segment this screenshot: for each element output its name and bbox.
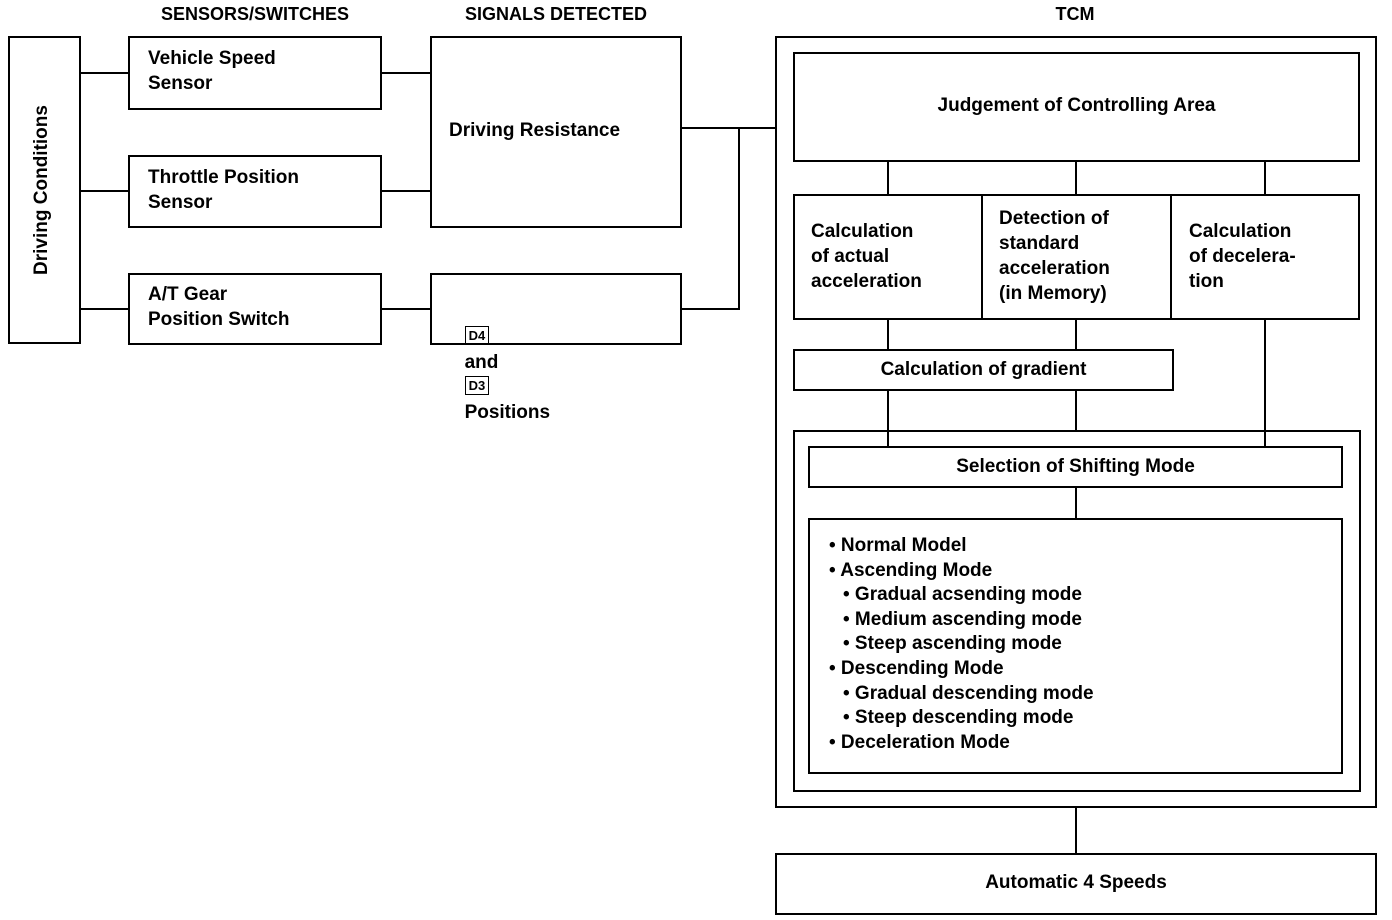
- calc-gradient-box: [793, 349, 1174, 391]
- mode-item: • Descending Mode: [829, 657, 1004, 679]
- vehicle-speed-sensor-box: [128, 36, 382, 110]
- selection-shifting-mode-label: Selection of Shifting Mode: [956, 456, 1195, 477]
- connector-dc-throttle: [81, 190, 129, 192]
- judgement-box: [793, 52, 1360, 162]
- automatic-4-speeds-label: Automatic 4 Speeds: [985, 872, 1167, 893]
- calc-actual-acceleration-box: [793, 194, 983, 320]
- connector-dc-gear: [81, 308, 129, 310]
- submode-item: • Medium ascending mode: [843, 608, 1082, 630]
- calc-gradient-label: Calculation of gradient: [880, 359, 1087, 380]
- detect-standard-acceleration-label: Detection of standard acceleration (in M…: [999, 208, 1110, 304]
- throttle-position-sensor-label: Throttle Position Sensor: [148, 167, 299, 213]
- mode-item: • Normal Model: [829, 535, 967, 556]
- throttle-position-sensor-box: [128, 155, 382, 228]
- connector-selection-modes: [1075, 488, 1077, 519]
- mode-item: • Deceleration Mode: [829, 731, 1010, 753]
- connector-gradient-selection-left: [887, 391, 889, 431]
- positions-box: [430, 273, 682, 345]
- positions-label: D4 and D3 Positions: [454, 300, 550, 425]
- tcm-header: TCM: [1055, 4, 1095, 24]
- d3-position-icon: D3: [464, 376, 490, 396]
- modes-list: • Normal Model • Ascending Mode • Gradual …: [829, 534, 1094, 755]
- connector-into-selection-right: [1264, 431, 1266, 448]
- connector-judgement-decel: [1264, 162, 1266, 195]
- connector-judgement-actual: [887, 162, 889, 195]
- calc-deceleration-box: [1170, 194, 1360, 320]
- d4-position-icon: D4: [464, 326, 490, 346]
- driving-resistance-label: Driving Resistance: [449, 120, 621, 141]
- connector-positions-horizontal: [682, 308, 740, 310]
- calc-actual-acceleration-label: Calculation of actual acceleration: [811, 221, 922, 292]
- gear-position-switch-box: [128, 273, 382, 345]
- modes-list-box: [808, 518, 1343, 774]
- and-label: and: [464, 352, 499, 373]
- selection-shifting-mode-box: [808, 446, 1343, 488]
- mode-item: • Ascending Mode: [829, 559, 993, 581]
- connector-throttle-resistance: [382, 190, 431, 192]
- judgement-label: Judgement of Controlling Area: [937, 95, 1216, 116]
- gear-position-switch-label: A/T Gear Position Switch: [148, 284, 290, 330]
- driving-conditions-box: [8, 36, 81, 344]
- detect-standard-acceleration-box: [981, 194, 1172, 320]
- submode-item: • Steep ascending mode: [843, 633, 1062, 655]
- positions-text: Positions: [464, 402, 551, 423]
- calc-deceleration-label: Calculation of decelera- tion: [1189, 221, 1296, 292]
- connector-dc-speed: [81, 72, 129, 74]
- connector-into-selection-left: [887, 431, 889, 448]
- connector-positions-vertical: [738, 127, 740, 310]
- sensors-switches-header: SENSORS/SWITCHES: [160, 4, 350, 24]
- submode-item: • Steep descending mode: [843, 707, 1074, 729]
- driving-resistance-box: [430, 36, 682, 228]
- connector-tcm-output: [1075, 808, 1077, 854]
- connector-gear-positions: [382, 308, 431, 310]
- automatic-4-speeds-box: [775, 853, 1377, 915]
- connector-judgement-standard: [1075, 162, 1077, 195]
- connector-standard-gradient: [1075, 320, 1077, 350]
- submode-item: • Gradual descending mode: [843, 682, 1094, 704]
- connector-gradient-selection-right: [1075, 391, 1077, 431]
- vehicle-speed-sensor-label: Vehicle Speed Sensor: [148, 48, 276, 94]
- driving-conditions-label: Driving Conditions: [31, 105, 52, 275]
- connector-speed-resistance: [382, 72, 431, 74]
- submode-item: • Gradual acsending mode: [843, 584, 1082, 606]
- signals-detected-header: SIGNALS DETECTED: [464, 4, 647, 24]
- connector-actual-gradient: [887, 320, 889, 350]
- connector-decel-selection: [1264, 320, 1266, 431]
